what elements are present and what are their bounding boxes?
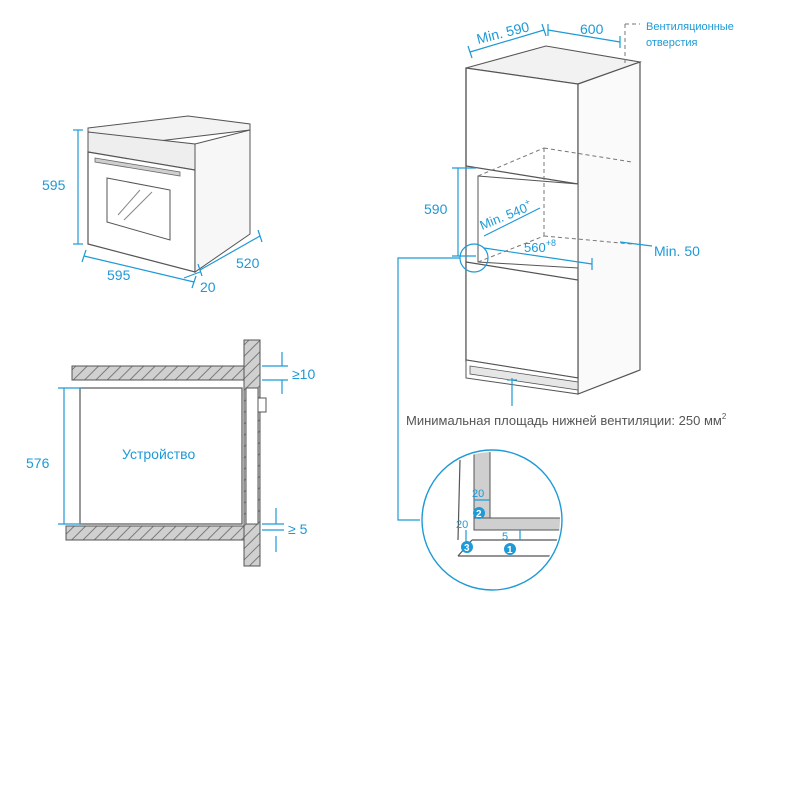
- bottom-gap-label: ≥ 5: [288, 521, 308, 537]
- detail-dim-b: 20: [456, 519, 468, 531]
- badge-1: 1: [507, 545, 513, 556]
- oven-depth-label: 520: [236, 255, 260, 271]
- oven-height-label: 595: [42, 177, 66, 193]
- detail-dim-a: 20: [472, 488, 484, 500]
- detail-dim-c: 5: [502, 531, 508, 543]
- badge-3: 3: [464, 543, 470, 554]
- cabinet-view: [397, 23, 653, 521]
- badge-2: 2: [476, 509, 482, 520]
- side-section-view: [58, 339, 288, 567]
- door-offset-label: 20: [200, 279, 216, 295]
- top-gap-label: ≥10: [292, 366, 315, 382]
- bottom-vent-note: Минимальная площадь нижней вентиляции: 2…: [406, 412, 727, 428]
- cabinet-depth-label: 600: [580, 21, 604, 37]
- oven-perspective-view: [73, 115, 263, 289]
- niche-width-label: 560+8: [524, 238, 556, 255]
- niche-height-label: 590: [424, 201, 448, 217]
- device-label: Устройство: [122, 446, 195, 462]
- min-side-label: Min. 50: [654, 243, 700, 259]
- detail-callout: [421, 449, 563, 591]
- oven-width-label: 595: [107, 267, 131, 283]
- vent-label-line2: отверстия: [646, 37, 698, 49]
- vent-label-line1: Вентиляционные: [646, 21, 734, 33]
- section-height-label: 576: [26, 455, 50, 471]
